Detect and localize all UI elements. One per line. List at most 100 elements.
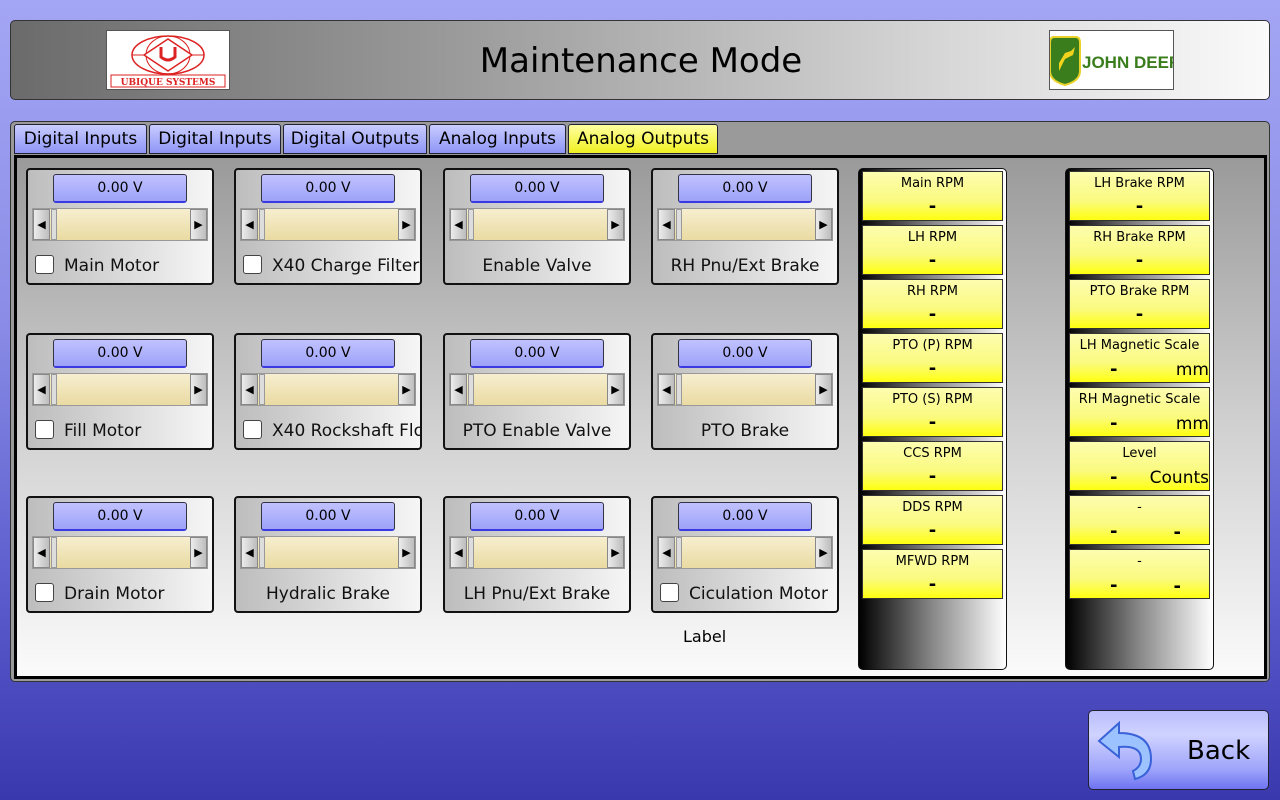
slider-right-arrow-icon[interactable]: ▶ <box>398 209 415 240</box>
rpm-indicator: CCS RPM - <box>862 441 1003 491</box>
slider-left-arrow-icon[interactable]: ◀ <box>658 374 675 405</box>
slider-right-arrow-icon[interactable]: ▶ <box>607 537 624 568</box>
output-card: 0.00 V ◀ ▶ Fill Motor <box>26 333 214 450</box>
rpm-indicator: RH Brake RPM - <box>1069 225 1210 275</box>
indicator-unit: - <box>1173 522 1181 543</box>
voltage-value-button[interactable]: 0.00 V <box>261 502 395 531</box>
indicator-value: - <box>928 196 937 217</box>
slider-left-arrow-icon[interactable]: ◀ <box>450 537 467 568</box>
slider-left-arrow-icon[interactable]: ◀ <box>450 209 467 240</box>
voltage-slider[interactable]: ◀ ▶ <box>32 536 208 569</box>
slider-thumb[interactable] <box>51 209 57 240</box>
slider-thumb[interactable] <box>259 374 265 405</box>
output-checkbox[interactable] <box>35 420 54 439</box>
voltage-slider[interactable]: ◀ ▶ <box>657 536 833 569</box>
tab-analog-inputs[interactable]: Analog Inputs <box>429 124 566 154</box>
output-label: Enable Valve <box>482 256 592 276</box>
slider-right-arrow-icon[interactable]: ▶ <box>190 374 207 405</box>
slider-left-arrow-icon[interactable]: ◀ <box>33 209 50 240</box>
indicator-title: - <box>1137 554 1142 569</box>
voltage-value-button[interactable]: 0.00 V <box>53 502 187 531</box>
output-label: X40 Rockshaft Flow <box>272 421 420 441</box>
slider-left-arrow-icon[interactable]: ◀ <box>241 374 258 405</box>
voltage-slider[interactable]: ◀ ▶ <box>240 373 416 406</box>
tab-analog-outputs[interactable]: Analog Outputs <box>568 124 718 154</box>
voltage-value-button[interactable]: 0.00 V <box>678 502 812 531</box>
slider-left-arrow-icon[interactable]: ◀ <box>450 374 467 405</box>
rpm-indicator: LH Brake RPM - <box>1069 171 1210 221</box>
voltage-value-button[interactable]: 0.00 V <box>678 174 812 203</box>
slider-right-arrow-icon[interactable]: ▶ <box>190 537 207 568</box>
slider-right-arrow-icon[interactable]: ▶ <box>815 537 832 568</box>
indicator-title: PTO Brake RPM <box>1089 284 1190 299</box>
output-label: PTO Brake <box>700 421 790 441</box>
slider-right-arrow-icon[interactable]: ▶ <box>398 374 415 405</box>
slider-right-arrow-icon[interactable]: ▶ <box>815 209 832 240</box>
indicator-value: - <box>1110 521 1118 542</box>
slider-thumb[interactable] <box>259 209 265 240</box>
output-label: RH Pnu/Ext Brake <box>670 256 820 276</box>
output-checkbox[interactable] <box>660 583 679 602</box>
voltage-slider[interactable]: ◀ ▶ <box>32 373 208 406</box>
voltage-slider[interactable]: ◀ ▶ <box>449 373 625 406</box>
slider-right-arrow-icon[interactable]: ▶ <box>607 209 624 240</box>
indicator-value: - <box>928 250 937 271</box>
tab-digital-outputs[interactable]: Digital Outputs <box>283 124 427 154</box>
tab-digital-inputs[interactable]: Digital Inputs <box>149 124 281 154</box>
slider-left-arrow-icon[interactable]: ◀ <box>33 537 50 568</box>
slider-left-arrow-icon[interactable]: ◀ <box>33 374 50 405</box>
slider-thumb[interactable] <box>676 209 682 240</box>
output-card: 0.00 V ◀ ▶ PTO Brake <box>651 333 839 450</box>
voltage-slider[interactable]: ◀ ▶ <box>32 208 208 241</box>
voltage-value-button[interactable]: 0.00 V <box>470 502 604 531</box>
slider-thumb[interactable] <box>51 374 57 405</box>
slider-thumb[interactable] <box>468 209 474 240</box>
slider-right-arrow-icon[interactable]: ▶ <box>607 374 624 405</box>
slider-thumb[interactable] <box>51 537 57 568</box>
slider-left-arrow-icon[interactable]: ◀ <box>658 537 675 568</box>
indicator-title: - <box>1137 500 1142 515</box>
slider-left-arrow-icon[interactable]: ◀ <box>241 209 258 240</box>
voltage-value-button[interactable]: 0.00 V <box>261 174 395 203</box>
slider-thumb[interactable] <box>676 537 682 568</box>
slider-left-arrow-icon[interactable]: ◀ <box>658 209 675 240</box>
indicator-title: RH Magnetic Scale <box>1078 392 1201 407</box>
voltage-slider[interactable]: ◀ ▶ <box>449 536 625 569</box>
slider-thumb[interactable] <box>676 374 682 405</box>
output-card: 0.00 V ◀ ▶ RH Pnu/Ext Brake <box>651 168 839 285</box>
rpm-indicator: - - - <box>1069 495 1210 545</box>
slider-left-arrow-icon[interactable]: ◀ <box>241 537 258 568</box>
ubique-systems-logo: UBIQUE SYSTEMS <box>106 30 230 90</box>
slider-right-arrow-icon[interactable]: ▶ <box>190 209 207 240</box>
output-label: Fill Motor <box>64 421 142 441</box>
output-checkbox[interactable] <box>243 255 262 274</box>
voltage-slider[interactable]: ◀ ▶ <box>657 373 833 406</box>
output-checkbox[interactable] <box>35 255 54 274</box>
voltage-value-button[interactable]: 0.00 V <box>53 174 187 203</box>
output-card: 0.00 V ◀ ▶ Hydralic Brake <box>234 496 422 613</box>
slider-right-arrow-icon[interactable]: ▶ <box>398 537 415 568</box>
indicator-title: CCS RPM <box>903 446 962 461</box>
output-card: 0.00 V ◀ ▶ Drain Motor <box>26 496 214 613</box>
voltage-value-button[interactable]: 0.00 V <box>53 339 187 368</box>
back-button[interactable]: Back <box>1088 710 1269 790</box>
voltage-slider[interactable]: ◀ ▶ <box>240 208 416 241</box>
voltage-slider[interactable]: ◀ ▶ <box>240 536 416 569</box>
output-checkbox[interactable] <box>35 583 54 602</box>
slider-thumb[interactable] <box>468 374 474 405</box>
voltage-value-button[interactable]: 0.00 V <box>261 339 395 368</box>
slider-thumb[interactable] <box>259 537 265 568</box>
voltage-value-button[interactable]: 0.00 V <box>470 339 604 368</box>
voltage-slider[interactable]: ◀ ▶ <box>449 208 625 241</box>
indicator-title: PTO (P) RPM <box>892 338 973 353</box>
john-deere-logo: JOHN DEERE <box>1049 30 1193 90</box>
slider-thumb[interactable] <box>468 537 474 568</box>
tab-digital-inputs[interactable]: Digital Inputs <box>14 124 147 154</box>
voltage-value-button[interactable]: 0.00 V <box>678 339 812 368</box>
slider-right-arrow-icon[interactable]: ▶ <box>815 374 832 405</box>
voltage-value-button[interactable]: 0.00 V <box>470 174 604 203</box>
output-checkbox[interactable] <box>243 420 262 439</box>
indicator-title: MFWD RPM <box>895 554 970 569</box>
voltage-slider[interactable]: ◀ ▶ <box>657 208 833 241</box>
